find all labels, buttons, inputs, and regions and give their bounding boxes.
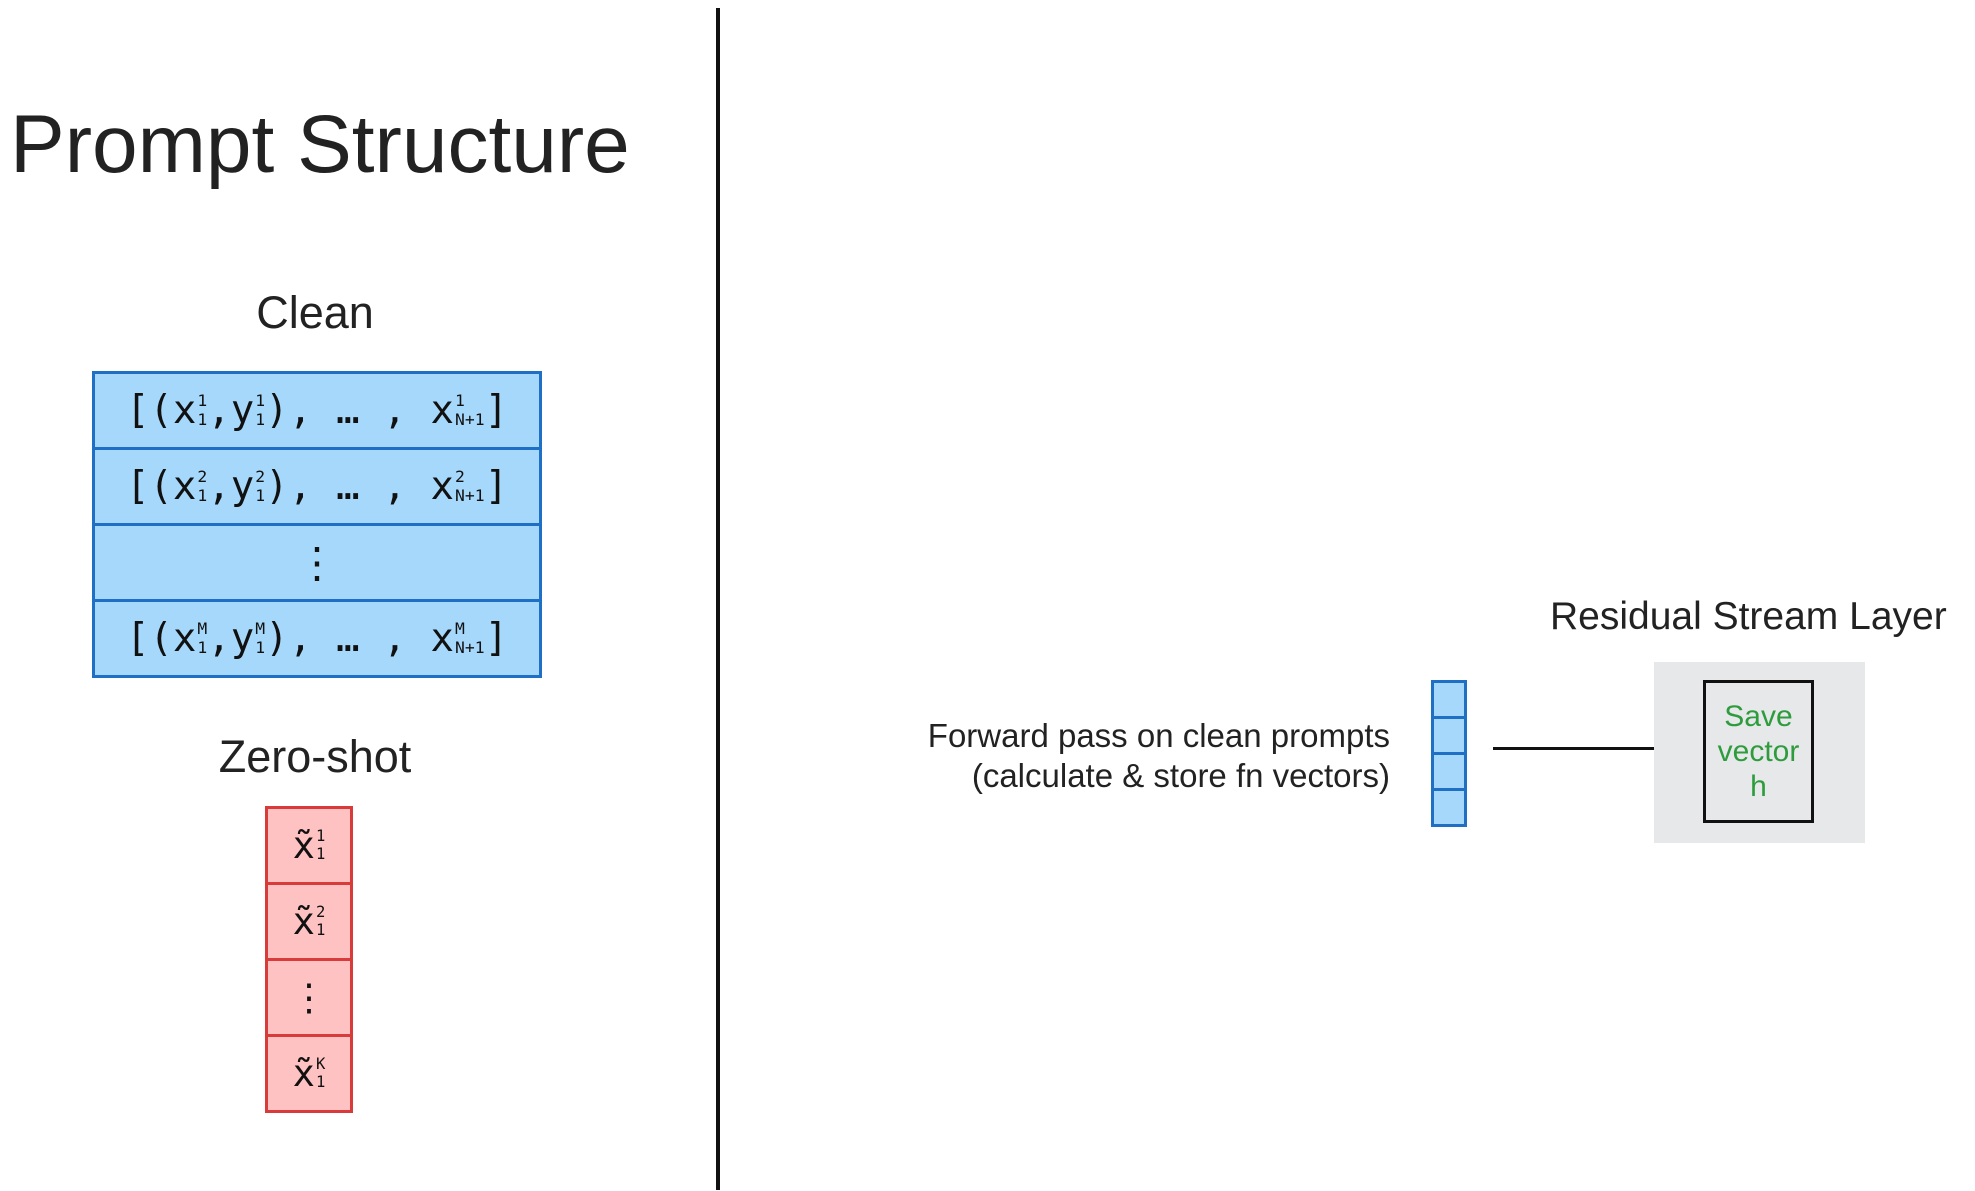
clean-row-ellipsis: … ,	[336, 388, 407, 433]
vector-cell	[1434, 791, 1464, 824]
clean-row-close: ),	[265, 616, 313, 661]
zero-shot-row-base: x̃	[292, 1052, 315, 1095]
section-divider	[716, 8, 720, 1190]
clean-row-mid: ,y	[207, 464, 255, 509]
clean-row-last: x	[430, 388, 454, 433]
vector-cell	[1434, 755, 1464, 791]
save-line-1: Save	[1724, 700, 1793, 733]
clean-row-end: ]	[484, 616, 509, 661]
clean-row-open: [(x	[125, 464, 197, 509]
clean-row-ellipsis-vertical: ⋮	[95, 526, 539, 602]
save-line-2: vector	[1717, 735, 1800, 768]
zero-shot-row-base: x̃	[292, 900, 315, 943]
clean-row-ellipsis: … ,	[336, 616, 407, 661]
activation-vector	[1431, 680, 1467, 827]
clean-row-end: ]	[484, 464, 509, 509]
zero-shot-row-base: x̃	[292, 824, 315, 867]
save-line-3: h	[1750, 770, 1767, 803]
clean-row-last: x	[430, 464, 454, 509]
clean-row-open: [(x	[125, 616, 197, 661]
forward-pass-line-1: Forward pass on clean prompts	[927, 717, 1390, 754]
clean-row-ellipsis: … ,	[336, 464, 407, 509]
clean-row-close: ),	[265, 388, 313, 433]
forward-pass-caption: Forward pass on clean prompts (calculate…	[860, 716, 1390, 796]
clean-row-end: ]	[484, 388, 509, 433]
clean-row-mid: ,y	[207, 388, 255, 433]
residual-stream-label: Residual Stream Layer	[1550, 595, 1947, 638]
clean-row-last: x	[430, 616, 454, 661]
vector-cell	[1434, 719, 1464, 755]
zero-shot-heading: Zero-shot	[218, 731, 412, 782]
clean-row-mid: ,y	[207, 616, 255, 661]
clean-row-open: [(x	[125, 388, 197, 433]
clean-heading: Clean	[256, 287, 374, 338]
save-vector-box: Save vector h	[1703, 680, 1814, 823]
page-title: Prompt Structure	[10, 99, 630, 190]
clean-row-close: ),	[265, 464, 313, 509]
connector-line	[1493, 747, 1705, 750]
forward-pass-line-2: (calculate & store fn vectors)	[971, 757, 1390, 794]
vector-cell	[1434, 683, 1464, 719]
zero-shot-row-ellipsis-vertical: ⋮	[268, 961, 350, 1037]
